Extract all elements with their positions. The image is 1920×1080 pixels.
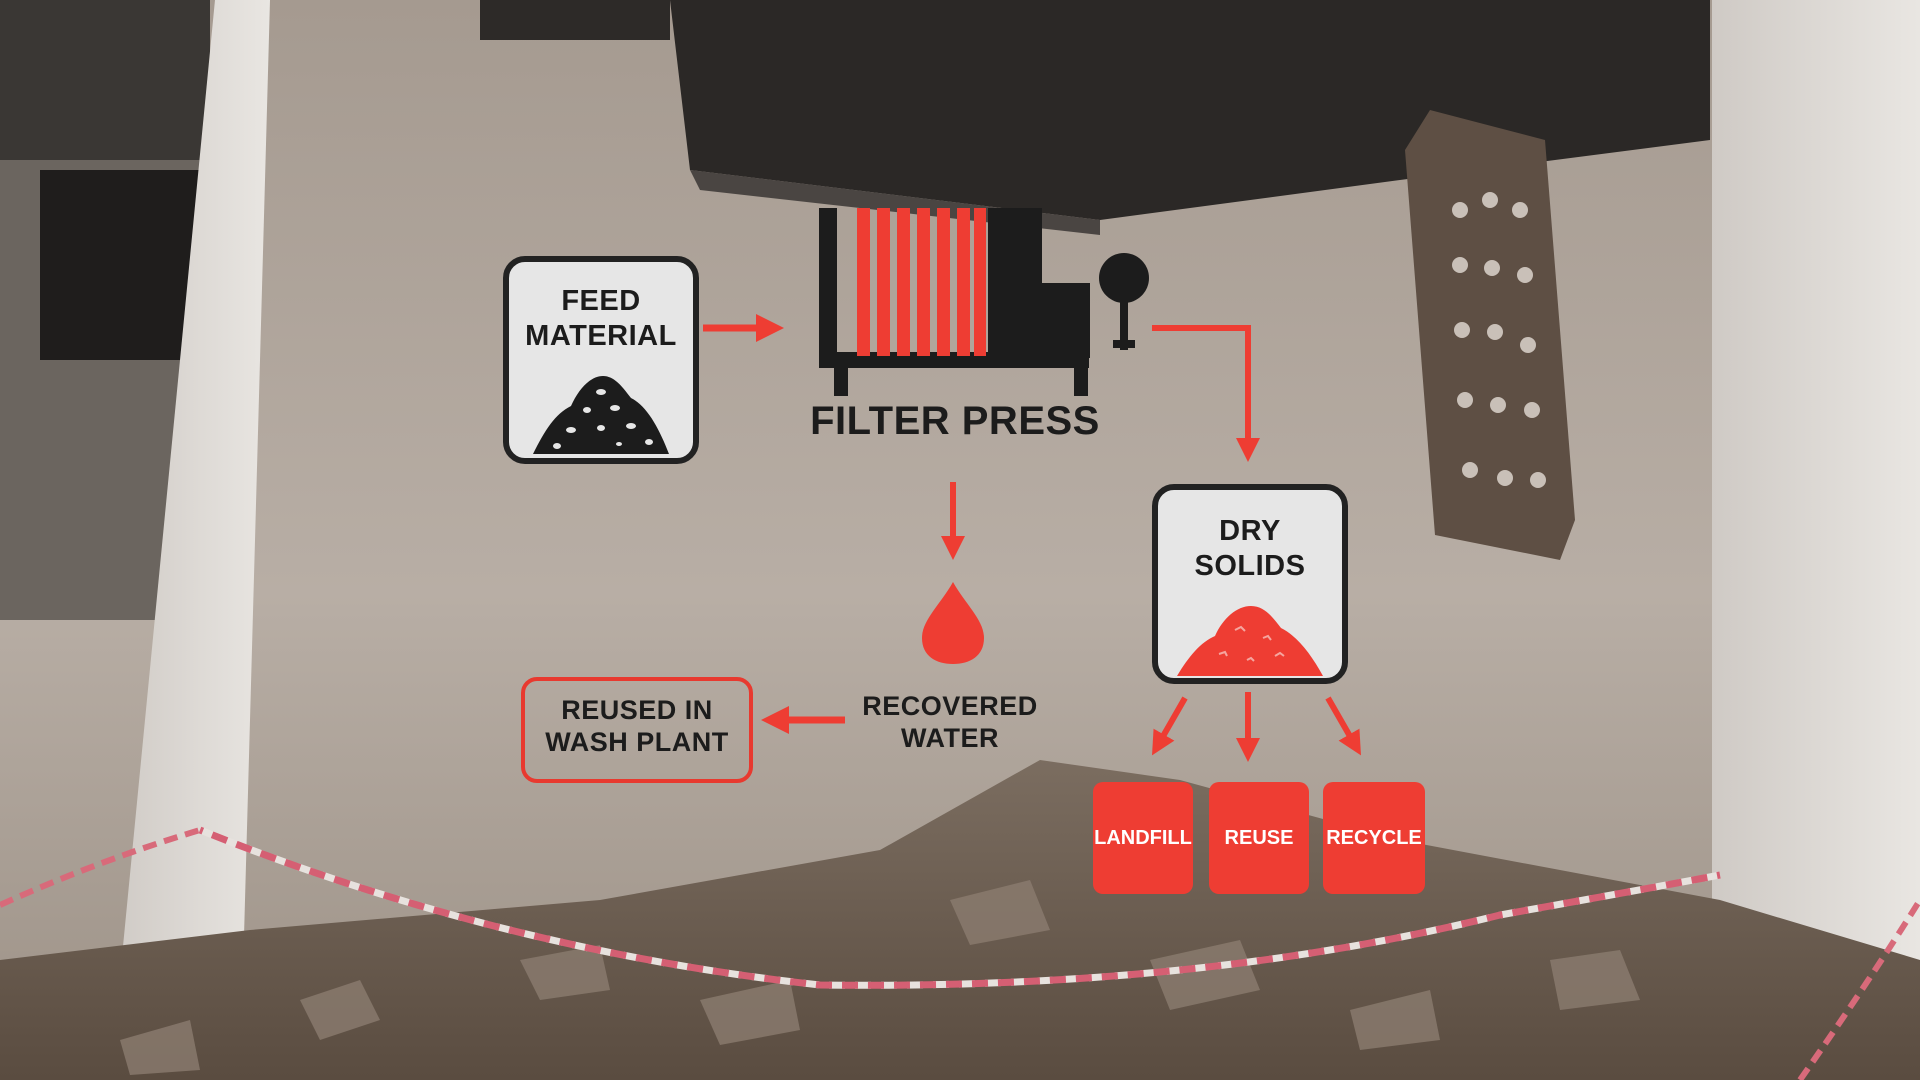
- recycle-box: RECYCLE: [1323, 782, 1425, 894]
- reused-label-line1: REUSED IN: [561, 695, 713, 725]
- safety-chain-red: [198, 826, 1721, 989]
- reused-in-wash-plant-box: REUSED IN WASH PLANT: [521, 677, 753, 783]
- recovered-water-label: RECOVERED WATER: [840, 690, 1060, 755]
- water-drop-icon: [922, 582, 984, 664]
- red-solids-pile-icon: [1177, 606, 1323, 676]
- feed-material-box: FEED MATERIAL: [503, 256, 699, 464]
- feed-label-line1: FEED: [561, 285, 641, 317]
- left-pillar: [110, 0, 270, 1080]
- pipe: [480, 0, 670, 40]
- arrow-dry-to-landfill: [1152, 696, 1188, 756]
- pile-of-material-icon: [533, 376, 669, 454]
- plate-holes: [1452, 192, 1546, 488]
- dry-label-line2: SOLIDS: [1194, 549, 1306, 582]
- filter-press-icon: [819, 208, 1149, 396]
- reused-label-line2: WASH PLANT: [545, 727, 729, 758]
- water-label-line2: WATER: [901, 723, 999, 754]
- left-hopper: [40, 170, 200, 360]
- arrow-press-to-dry-solids: [1152, 325, 1260, 462]
- dry-solids-box: DRY SOLIDS: [1152, 484, 1348, 684]
- landfill-box: LANDFILL: [1093, 782, 1193, 894]
- safety-chain-left: [0, 827, 201, 908]
- feed-label-line2: MATERIAL: [525, 319, 677, 352]
- safety-chain-right: [1797, 898, 1920, 1080]
- left-roof-beam: [0, 0, 210, 160]
- filter-press-label: FILTER PRESS: [810, 399, 1100, 443]
- right-pillar: [1712, 0, 1920, 1080]
- dry-label-line1: DRY: [1219, 515, 1281, 547]
- arrow-dry-to-recycle: [1325, 696, 1361, 756]
- cake-pieces: [120, 880, 1640, 1075]
- water-label-line1: RECOVERED: [862, 691, 1038, 721]
- reuse-box: REUSE: [1209, 782, 1309, 894]
